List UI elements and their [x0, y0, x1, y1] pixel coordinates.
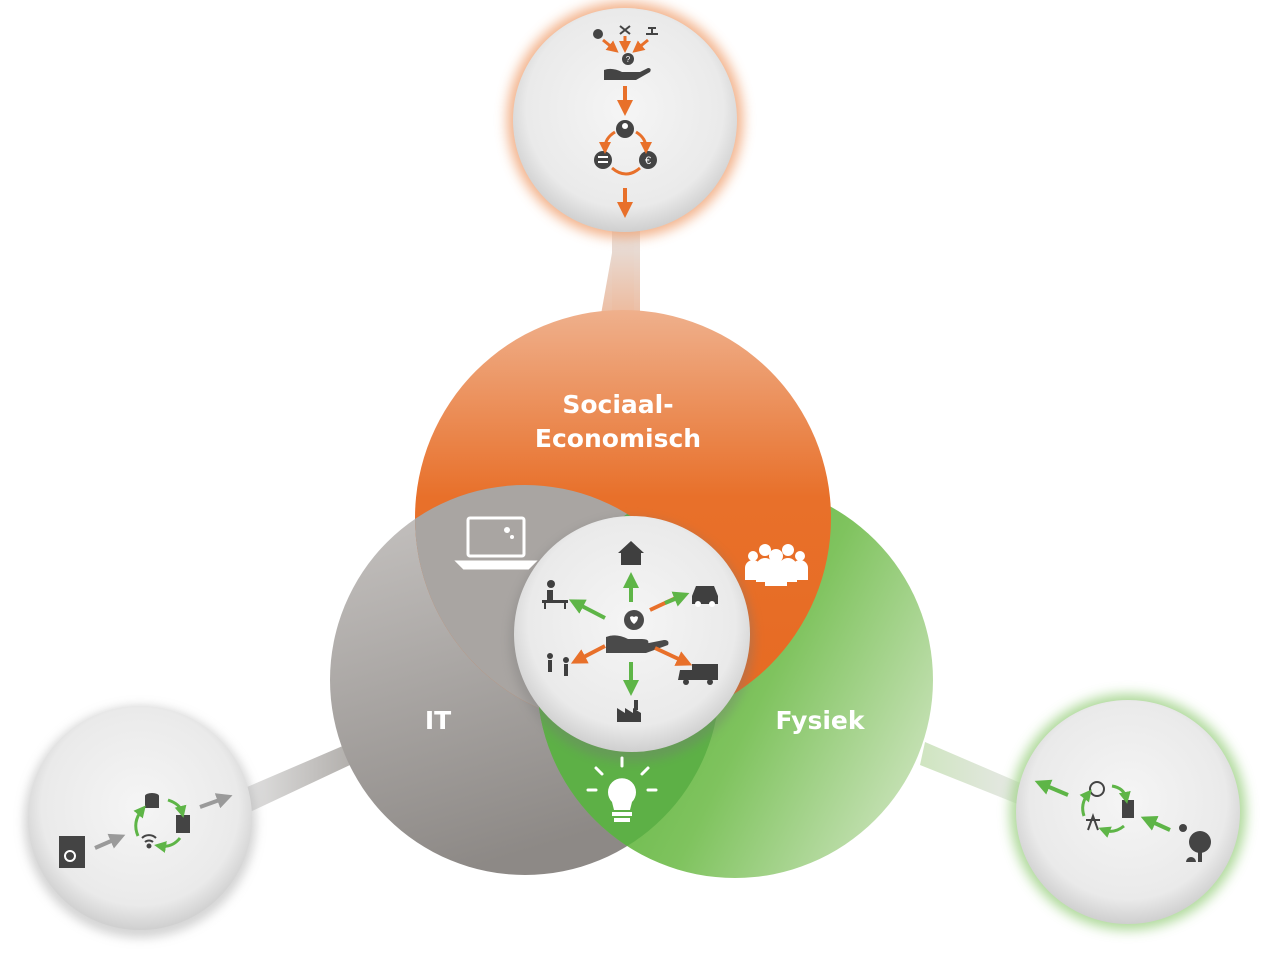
house-icon: [618, 541, 644, 565]
svg-text:?: ?: [626, 55, 631, 64]
calculator-icon: [176, 815, 190, 833]
database-icon: [145, 793, 159, 808]
right-connector: [920, 742, 1025, 805]
document-search-icon: [59, 836, 85, 868]
recycle-icon: [1089, 781, 1105, 797]
laptop-icon: [454, 516, 538, 570]
sun-icon: [1179, 824, 1187, 832]
power-pylon-icon: [1086, 813, 1100, 831]
top-detail-circle: ? €: [507, 2, 743, 238]
social-label-line1: Sociaal-: [562, 390, 673, 419]
truck-icon: [678, 664, 718, 685]
person-at-desk-icon: [542, 580, 568, 609]
factory-icon: [617, 700, 641, 722]
physical-label: Fysiek: [775, 706, 865, 735]
left-connector: [240, 745, 350, 812]
children-playing-icon: [547, 653, 569, 676]
scales-icon: [646, 27, 658, 35]
car-icon: [692, 586, 718, 607]
lightbulb-icon: [586, 756, 658, 822]
center-icons: [542, 541, 718, 722]
center-bubble: [510, 516, 754, 762]
euro-icon: €: [639, 151, 657, 169]
wifi-icon: [141, 834, 157, 849]
equals-icon: [594, 151, 612, 169]
tree-icon: [1186, 831, 1211, 862]
right-detail-circle: [1010, 694, 1246, 930]
svg-text:€: €: [645, 155, 651, 167]
dna-icon: [619, 25, 631, 35]
connectors: [240, 225, 1025, 812]
battery-icon: [1122, 800, 1134, 818]
person-icon: [616, 120, 634, 138]
hand-heart-icon: [606, 610, 669, 653]
left-detail-circle: [24, 706, 256, 938]
people-group-icon: [745, 544, 808, 586]
social-label-line2: Economisch: [535, 424, 701, 453]
it-label: IT: [425, 706, 451, 735]
hand-question-icon: ?: [604, 53, 651, 80]
brain-icon: [593, 29, 603, 39]
